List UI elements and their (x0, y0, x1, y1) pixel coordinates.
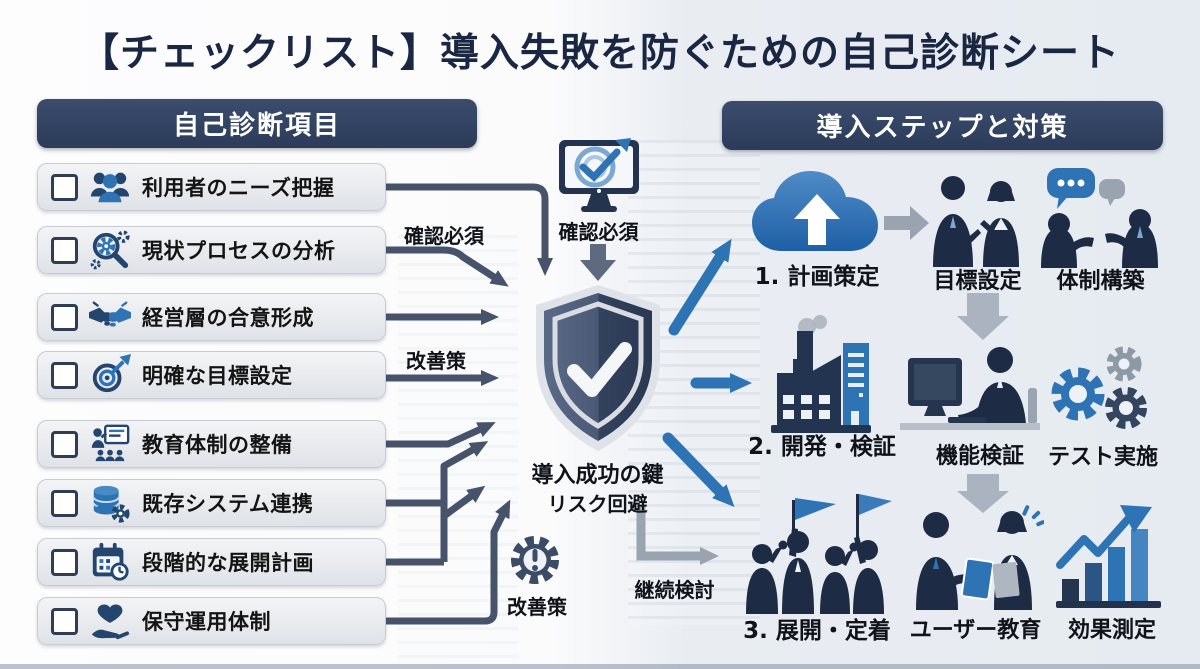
checklist-item-needs: 利用者のニーズ把握 (37, 163, 386, 211)
cloud-upload-icon (752, 171, 878, 251)
gears-icon (1051, 346, 1147, 429)
checklist-item-integration: 既存システム連携 (37, 479, 386, 527)
checklist-item-label: 段階的な展開計画 (142, 551, 314, 575)
person-computer-icon (900, 347, 1040, 430)
continuous-review-label: 継続検討 (634, 578, 715, 602)
step3-label: 3. 展開・定着 (743, 618, 891, 644)
checklist-connector-arrows (386, 183, 553, 625)
step-blue-arrows (662, 238, 752, 507)
tablet-training-icon (916, 505, 1044, 610)
checklist-item-consensus: 経営層の合意形成 (37, 293, 386, 341)
checklist-item-label: 既存システム連携 (142, 492, 314, 516)
bottom-edge-bar (0, 664, 1200, 669)
background-building-skyline (398, 235, 518, 665)
step2-down-arrow (957, 474, 1009, 513)
checkbox[interactable] (51, 236, 78, 264)
handshake-icon (89, 301, 131, 327)
checklist-item-label: 保守運用体制 (142, 610, 271, 634)
checklist-item-label: 明確な目標設定 (142, 364, 293, 388)
page-title: 【チェックリスト】導入失敗を防ぐための自己診断シート (79, 31, 1120, 76)
checklist-item-education: 教育体制の整備 (37, 420, 386, 468)
target-icon (92, 354, 131, 393)
improvement-bottom-label: 改善策 (507, 595, 567, 619)
checkbox[interactable] (51, 489, 78, 517)
two-people-icon (933, 176, 1019, 267)
step3-sub2-label: 効果測定 (1067, 618, 1156, 643)
step1-sub2-label: 体制構築 (1056, 269, 1145, 294)
checkbox[interactable] (51, 303, 78, 331)
step1-right-arrow (884, 206, 929, 240)
search-gear-icon (90, 230, 130, 270)
step2-sub2-label: テスト実施 (1047, 445, 1158, 470)
continuous-review-arrow (636, 505, 719, 565)
step2-label: 2. 開発・検証 (748, 434, 896, 460)
database-gear-icon (92, 485, 130, 523)
chat-people-icon (1041, 168, 1158, 268)
checklist-item-process: 現状プロセスの分析 (37, 226, 386, 274)
step1-label: 1. 計画策定 (754, 264, 880, 290)
checklist-item-label: 利用者のニーズ把握 (142, 176, 335, 200)
left-panel-header-label: 自己診断項目 (172, 111, 341, 141)
checklist-item-label: 経営層の合意形成 (142, 306, 314, 330)
checkbox[interactable] (51, 548, 78, 576)
checkbox[interactable] (51, 607, 78, 635)
monitor-target-check-icon (559, 138, 639, 212)
training-icon (91, 424, 130, 462)
team-flags-icon (746, 494, 892, 614)
check-required-left-label: 確認必須 (404, 224, 484, 248)
hand-heart-icon (91, 604, 130, 640)
checklist-item-goals: 明確な目標設定 (37, 351, 386, 399)
factory-icon (771, 315, 871, 433)
users-icon (90, 172, 130, 203)
improvement-left-label: 改善策 (406, 349, 466, 373)
shield-caption-line2: リスク回避 (547, 492, 648, 516)
check-required-mid-label: 確認必須 (558, 220, 639, 244)
monitor-down-arrow (580, 244, 616, 281)
step2-sub1-label: 機能検証 (935, 444, 1024, 469)
checkbox[interactable] (51, 173, 78, 201)
calendar-clock-icon (92, 542, 129, 581)
checklist-item-rollout: 段階的な展開計画 (37, 538, 386, 586)
left-panel-header: 自己診断項目 (37, 99, 477, 148)
step3-sub1-label: ユーザー教育 (909, 618, 1042, 643)
step1-down-arrow (957, 293, 1009, 340)
growth-chart-icon (1056, 505, 1161, 608)
shield-caption-line1: 導入成功の鍵 (531, 463, 664, 488)
checklist-item-label: 現状プロセスの分析 (142, 239, 336, 263)
checklist-item-maintenance: 保守運用体制 (37, 597, 386, 645)
checklist-item-label: 教育体制の整備 (142, 433, 293, 457)
checkbox[interactable] (51, 430, 78, 458)
step1-sub1-label: 目標設定 (933, 269, 1022, 294)
shield-check-icon (536, 285, 660, 451)
gear-warning-icon (511, 536, 559, 584)
right-panel-header: 導入ステップと対策 (722, 101, 1163, 150)
right-panel-header-label: 導入ステップと対策 (816, 113, 1069, 143)
checkbox[interactable] (51, 361, 78, 389)
